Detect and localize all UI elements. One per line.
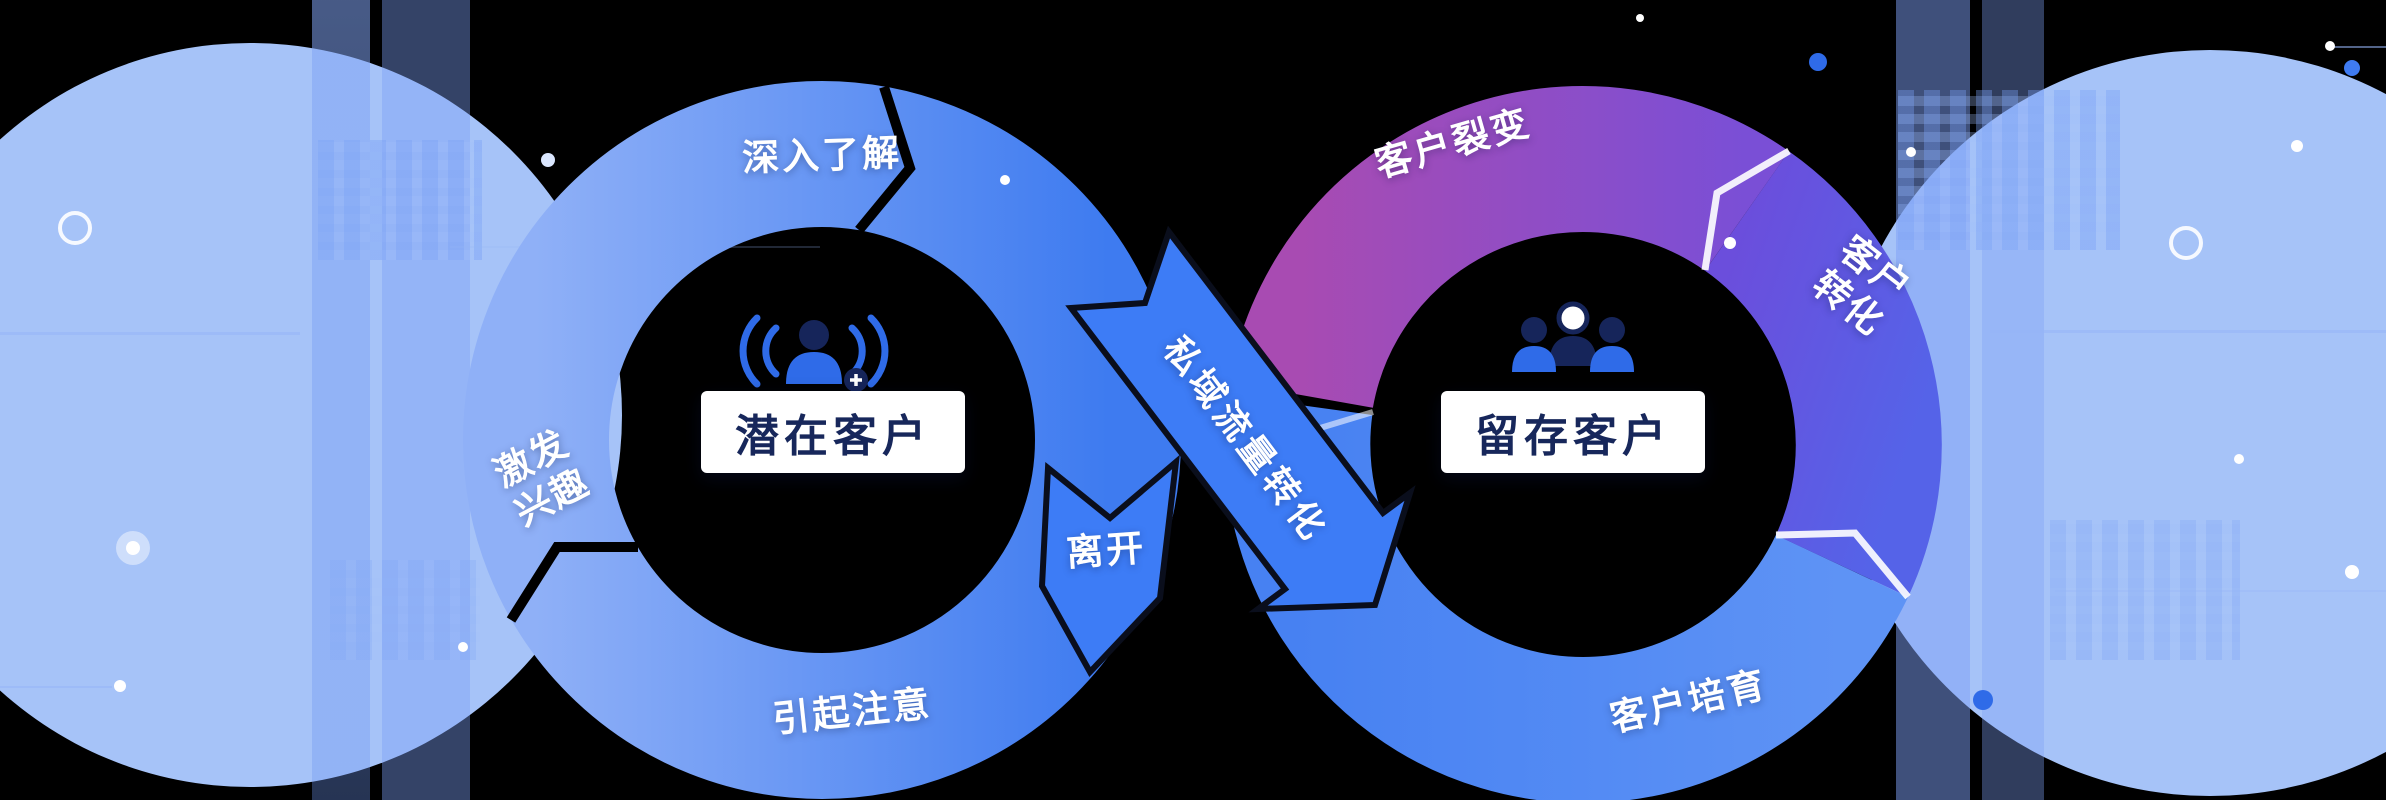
glass-panel-left-2 bbox=[382, 0, 470, 800]
pixel-mosaic-left-top bbox=[318, 140, 482, 260]
decorative-dot bbox=[1724, 237, 1736, 249]
decorative-line bbox=[0, 686, 112, 688]
ring-chevron-notch bbox=[1701, 147, 1791, 271]
prospect-center-label: 潜在客户 bbox=[701, 391, 965, 473]
decorative-dot bbox=[1973, 690, 1993, 710]
ring-chevron-notch bbox=[855, 85, 916, 234]
conversion-arrow bbox=[1065, 225, 1416, 613]
ring-chevron-notch bbox=[506, 542, 638, 623]
stage-label-deep-understanding: 深入了解 bbox=[741, 131, 903, 180]
glass-panel-right-2 bbox=[1982, 0, 2044, 800]
decorative-dot bbox=[1809, 53, 1827, 71]
decorative-dot bbox=[2234, 454, 2244, 464]
leave-arrow bbox=[1038, 454, 1180, 678]
decorative-dot bbox=[2291, 140, 2303, 152]
leave-arrow-label: 离开 bbox=[1064, 526, 1148, 575]
pixel-mosaic-left-bottom bbox=[330, 560, 480, 660]
decorative-dot bbox=[58, 211, 92, 245]
decorative-dot bbox=[114, 680, 126, 692]
pixel-mosaic-right-top bbox=[1898, 90, 2120, 250]
decorative-dot bbox=[1636, 14, 1644, 22]
ring-chevron-notch bbox=[1775, 529, 1911, 600]
decorative-line bbox=[2330, 46, 2386, 48]
retention-center-label: 留存客户 bbox=[1441, 391, 1705, 473]
retained-customers-icon bbox=[1512, 301, 1634, 372]
decorative-dot bbox=[1000, 175, 1010, 185]
pixel-mosaic-right-bottom bbox=[2050, 520, 2240, 660]
decorative-dot bbox=[2345, 565, 2359, 579]
segment-fission bbox=[1229, 86, 1789, 410]
decorative-line bbox=[1990, 330, 2386, 333]
prospect-icon bbox=[739, 314, 889, 392]
decorative-dot bbox=[2344, 60, 2360, 76]
decorative-dot bbox=[2169, 226, 2203, 260]
decorative-dot bbox=[2325, 41, 2335, 51]
segment-conversion bbox=[1703, 151, 1942, 597]
glass-panel-left-1 bbox=[312, 0, 370, 800]
decorative-dot bbox=[458, 642, 468, 652]
decorative-dot bbox=[1906, 147, 1916, 157]
decorative-dot bbox=[541, 153, 555, 167]
prospect-loop-ring bbox=[463, 81, 1181, 799]
decorative-line bbox=[2055, 590, 2386, 592]
decorative-dot bbox=[126, 541, 140, 555]
decorative-line bbox=[0, 332, 300, 335]
